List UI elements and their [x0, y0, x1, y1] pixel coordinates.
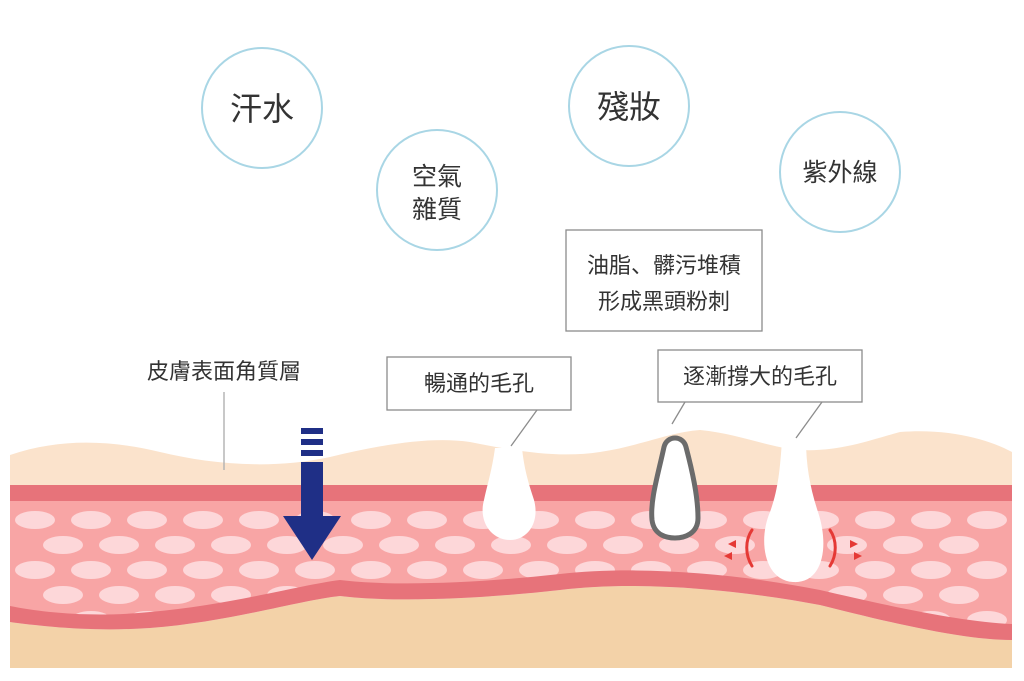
dermis-cell	[155, 586, 195, 604]
bubble-uv-rays-label: 紫外線	[802, 158, 877, 187]
dermis-cell	[407, 561, 447, 579]
dermis-cell	[71, 561, 111, 579]
callout-stratum-corneum: 皮膚表面角質層	[147, 360, 301, 470]
bubble-air-impurities-line1: 空氣	[412, 162, 462, 191]
dermis-cell	[659, 536, 699, 554]
blackhead-label-line2: 形成黑頭粉刺	[598, 290, 730, 315]
dermis-cell	[463, 561, 503, 579]
bubble-uv-rays: 紫外線	[779, 111, 901, 233]
dermis-cell	[855, 561, 895, 579]
clear-pore-label: 暢通的毛孔	[424, 372, 534, 397]
dermis-cell	[491, 536, 531, 554]
dermis-cell	[939, 586, 979, 604]
dermis-cell	[407, 511, 447, 529]
dermis-cell	[855, 511, 895, 529]
dermis-cell	[435, 536, 475, 554]
dermis-cell	[323, 536, 363, 554]
dermis-cell	[603, 536, 643, 554]
enlarged-pore	[764, 440, 824, 583]
dermis-cell	[575, 511, 615, 529]
dermis-cell	[127, 511, 167, 529]
dermis-cell	[547, 536, 587, 554]
callout-clear-pore: 暢通的毛孔	[386, 356, 572, 447]
dermis-cell	[211, 536, 251, 554]
clear-pore	[482, 448, 536, 540]
dermis-cell	[239, 511, 279, 529]
dermis-cell	[351, 511, 391, 529]
dermis-cell	[267, 536, 307, 554]
dermis-cell	[939, 536, 979, 554]
subcutaneous-layer	[10, 585, 1012, 668]
bubble-leftover-makeup: 殘妝	[568, 45, 690, 167]
dermis-cell	[883, 536, 923, 554]
dermis-cell	[127, 561, 167, 579]
stratum-corneum-label: 皮膚表面角質層	[147, 360, 301, 385]
dermis-cell	[911, 561, 951, 579]
dermis-cell	[967, 511, 1007, 529]
dermis-cell	[15, 561, 55, 579]
bubble-sweat: 汗水	[201, 47, 323, 169]
bubble-leftover-makeup-label: 殘妝	[597, 88, 661, 126]
dermis-cell	[379, 536, 419, 554]
blackhead-pore	[649, 435, 701, 541]
dermis-cell	[99, 536, 139, 554]
pore-expansion-marks	[745, 528, 837, 568]
dermis-cell	[519, 561, 559, 579]
dermis-cell	[911, 511, 951, 529]
dermis-bottom-band	[10, 570, 1012, 640]
dermis-cell	[71, 511, 111, 529]
dermis-cell	[15, 511, 55, 529]
dermis-cell	[43, 586, 83, 604]
dermis-cell	[239, 561, 279, 579]
enlarged-pore-label: 逐漸撐大的毛孔	[683, 365, 837, 390]
dermis-cell	[967, 561, 1007, 579]
dermis-cell	[43, 536, 83, 554]
dermis-cell	[883, 586, 923, 604]
bubble-sweat-label: 汗水	[230, 90, 294, 128]
dermis-cell	[155, 536, 195, 554]
dermis-cell	[183, 511, 223, 529]
callout-enlarged-pore: 逐漸撐大的毛孔	[657, 349, 863, 439]
penetration-arrow	[283, 428, 341, 560]
dermis-cell	[295, 561, 335, 579]
dermis-cell	[183, 561, 223, 579]
pore-expansion-arrows	[724, 540, 862, 560]
blackhead-label-line1: 油脂、髒污堆積	[587, 254, 741, 279]
dermis-cell	[827, 536, 867, 554]
dermis-cell	[351, 561, 391, 579]
bubble-air-impurities: 空氣 雜質	[376, 129, 498, 251]
dermis-cell	[99, 586, 139, 604]
callout-blackhead: 油脂、髒污堆積 形成黑頭粉刺	[565, 229, 763, 332]
bubble-air-impurities-line2: 雜質	[412, 195, 462, 224]
